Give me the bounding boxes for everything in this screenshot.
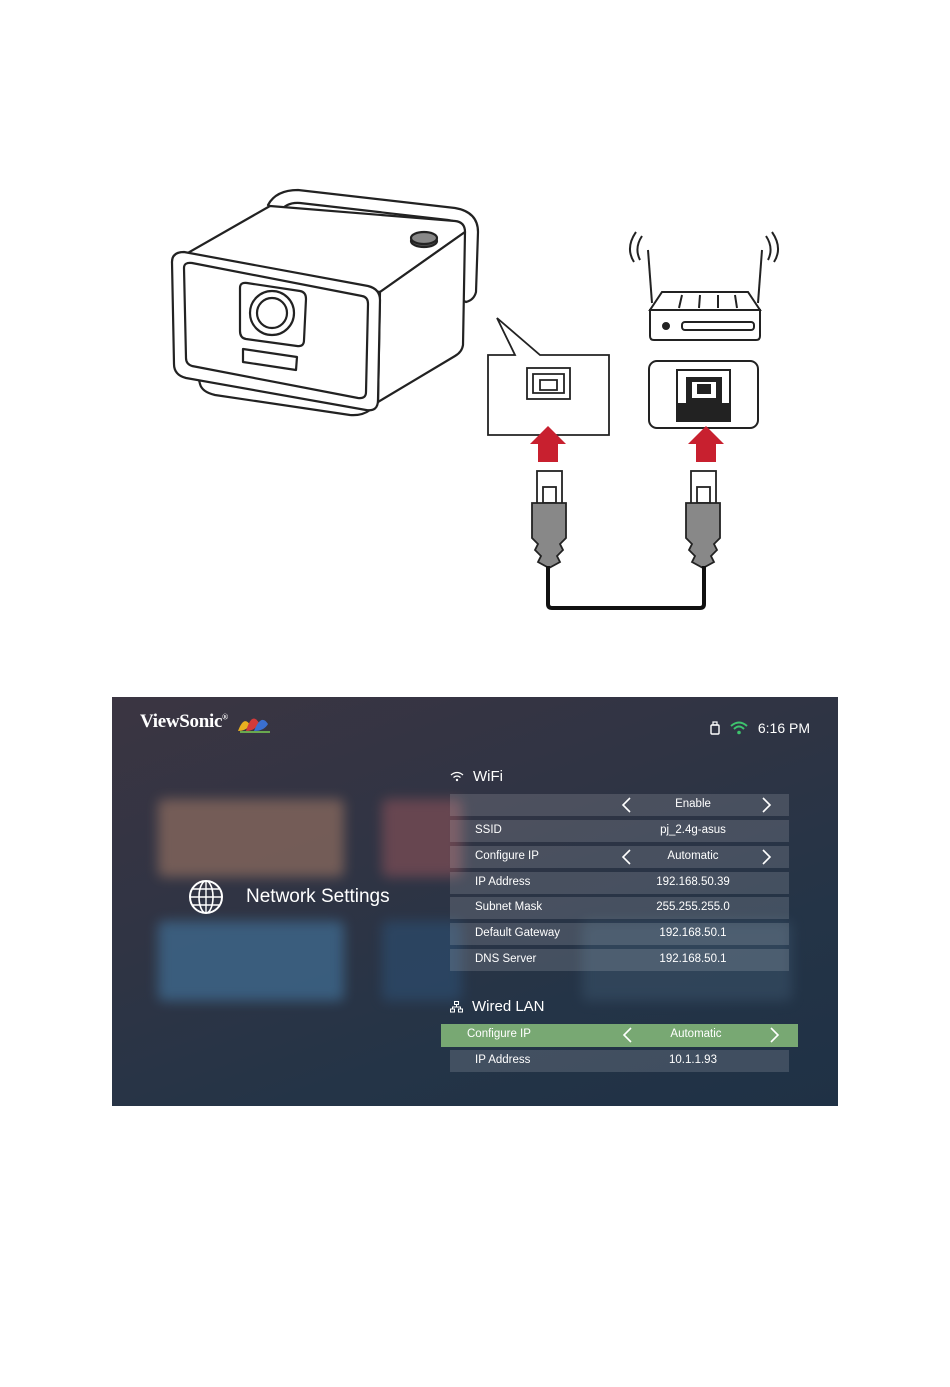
wifi-enable-row[interactable]: Enable	[450, 794, 789, 816]
lan-cable	[532, 471, 720, 608]
background-tile	[158, 799, 344, 877]
row-value: Automatic	[620, 850, 766, 862]
row-value: pj_2.4g-asus	[620, 824, 766, 836]
logo-text: ViewSonic	[140, 711, 222, 732]
row-label: Default Gateway	[475, 927, 560, 939]
lan-connection-illustration	[0, 0, 950, 660]
wifi-section-header: WiFi	[450, 768, 503, 785]
projector-lan-port-callout	[488, 318, 609, 435]
wired-lan-section-header: Wired LAN	[450, 998, 545, 1015]
row-value: Enable	[620, 798, 766, 810]
chevron-right-icon[interactable]	[759, 848, 773, 866]
row-label: SSID	[475, 824, 502, 836]
row-value: 255.255.255.0	[620, 901, 766, 913]
wifi-icon	[730, 721, 748, 735]
wired-lan-header-label: Wired LAN	[472, 998, 545, 1015]
wifi-small-icon	[450, 771, 464, 782]
chevron-right-icon[interactable]	[759, 796, 773, 814]
projector-illustration	[172, 190, 478, 415]
wifi-subnet-mask-row[interactable]: Subnet Mask 255.255.255.0	[450, 897, 789, 919]
row-value: 192.168.50.1	[620, 953, 766, 965]
router-lan-port-box	[649, 361, 758, 428]
network-settings-screen: ViewSonic® 6:16 PM Network Settings	[112, 697, 838, 1106]
page-title: Network Settings	[246, 886, 390, 908]
status-bar: 6:16 PM	[710, 720, 810, 736]
usb-icon	[710, 721, 720, 735]
wired-ip-address-row[interactable]: IP Address 10.1.1.93	[450, 1050, 789, 1072]
wifi-configure-ip-row[interactable]: Configure IP Automatic	[450, 846, 789, 868]
row-label: IP Address	[475, 876, 530, 888]
viewsonic-birds-logo-icon	[236, 709, 272, 735]
clock-time: 6:16 PM	[758, 720, 810, 736]
wifi-header-label: WiFi	[473, 768, 503, 785]
wifi-ip-address-row[interactable]: IP Address 192.168.50.39	[450, 872, 789, 894]
viewsonic-logo: ViewSonic®	[140, 711, 228, 733]
row-label: Configure IP	[475, 850, 539, 862]
wifi-ssid-row[interactable]: SSID pj_2.4g-asus	[450, 820, 789, 842]
row-value: Automatic	[621, 1028, 771, 1040]
row-value: 192.168.50.1	[620, 927, 766, 939]
row-label: IP Address	[475, 1054, 530, 1066]
globe-icon	[188, 879, 224, 915]
page-title-block: Network Settings	[188, 879, 390, 915]
row-label: Subnet Mask	[475, 901, 542, 913]
row-value: 10.1.1.93	[620, 1054, 766, 1066]
network-icon	[450, 1001, 463, 1013]
background-tile	[158, 921, 344, 1001]
router-illustration	[630, 232, 778, 340]
row-label: DNS Server	[475, 953, 536, 965]
row-value: 192.168.50.39	[620, 876, 766, 888]
row-label: Configure IP	[467, 1028, 531, 1040]
wifi-dns-server-row[interactable]: DNS Server 192.168.50.1	[450, 949, 789, 971]
registered-mark: ®	[222, 713, 228, 722]
wifi-default-gateway-row[interactable]: Default Gateway 192.168.50.1	[450, 923, 789, 945]
wired-configure-ip-row-selected[interactable]: Configure IP Automatic	[441, 1024, 798, 1047]
chevron-right-icon[interactable]	[767, 1026, 781, 1044]
